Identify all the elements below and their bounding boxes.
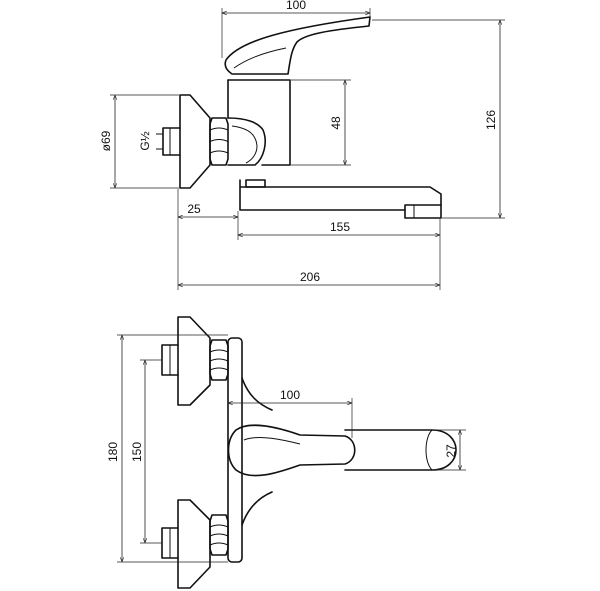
lower-wall-flange	[177, 499, 211, 589]
dim-label-inlet-centers: 150	[130, 442, 144, 462]
spout-swivel-ring	[245, 179, 266, 188]
dim-label-body-height: 48	[329, 116, 343, 130]
dim-label-spout-length: 155	[330, 220, 350, 234]
dim-label-front-overall-height: 180	[106, 442, 120, 462]
lower-hex-nut	[209, 514, 229, 556]
spout	[239, 179, 442, 211]
dim-label-spout-width: 27	[444, 444, 458, 458]
dim-label-overall-height: 126	[484, 110, 498, 130]
dim-label-wall-offset: 25	[187, 202, 201, 216]
dim-label-flange-diameter: ø69	[99, 130, 113, 151]
upper-hex-nut-faces	[209, 349, 229, 371]
mixer-body-center	[241, 377, 273, 526]
dim-label-thread: G½	[138, 131, 152, 150]
side-view: 100 126 48 ø69 G½ 25 155 206	[99, 0, 505, 290]
mixer-body-bar	[227, 337, 243, 563]
handle-front	[227, 424, 356, 477]
body-connector	[227, 117, 266, 166]
handle-front-highlight	[243, 437, 301, 445]
hex-nut-faces	[209, 127, 229, 154]
front-view: 100 27 180 150	[106, 316, 466, 589]
inlet-stub-thread	[156, 128, 171, 155]
aerator	[404, 204, 442, 219]
valve-body	[227, 79, 291, 166]
dim-label-handle-length: 100	[286, 0, 306, 12]
lever-handle	[224, 16, 371, 75]
dim-label-overall-length: 206	[300, 270, 320, 284]
lower-hex-nut-faces	[209, 524, 229, 546]
wall-flange	[179, 94, 211, 189]
body-connector-inner	[231, 125, 258, 164]
dim-label-front-handle-length: 100	[280, 388, 300, 402]
spout-front	[344, 429, 457, 471]
hex-nut	[209, 117, 229, 166]
upper-hex-nut	[209, 339, 229, 381]
spout-end-curve	[425, 429, 433, 471]
lever-highlight	[233, 47, 287, 69]
upper-wall-flange	[177, 316, 211, 406]
inlet-stub	[162, 127, 181, 156]
